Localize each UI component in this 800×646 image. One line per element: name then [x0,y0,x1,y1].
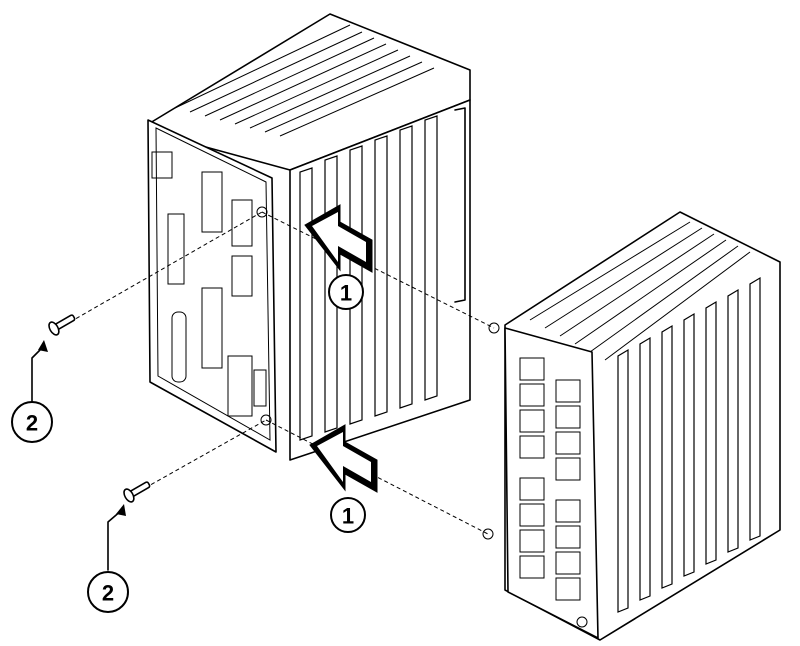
main-unit-screw-hole-upper [256,206,268,218]
expansion-module-side-fins [617,276,761,613]
main-unit-front-face [147,119,277,453]
screw-upper [48,314,76,336]
alignment-dashed-lines [69,211,495,535]
callout-2-left: 2 [11,401,53,443]
main-unit-front-inner [155,127,271,441]
leader-arrowhead-upper [38,340,48,352]
main-unit-top-fins [174,24,435,137]
main-unit-screw-hole-lower [260,414,272,426]
expansion-module-top-fins [529,221,751,361]
expansion-module-alignment-pin-upper [488,322,500,334]
leader-line-screw-lower [107,509,123,571]
leader-line-screw-upper [31,345,45,403]
main-switch-unit [147,13,471,461]
svg-text:2: 2 [26,411,38,436]
leader-arrowhead-lower [116,504,126,516]
expansion-module [482,211,781,641]
module-path-upper [261,211,495,329]
callout-2-lower: 2 [87,571,129,613]
screw-path-lower [144,419,267,489]
svg-text:2: 2 [102,581,114,606]
push-arrow-upper [304,204,373,273]
callout-1-lower: 1 [330,497,366,533]
screw-lower [123,481,151,503]
callout-1-upper: 1 [328,274,364,310]
expansion-module-alignment-pin-lower [482,528,494,540]
main-unit-din-clip [454,107,466,303]
main-unit-front-ports [151,151,267,417]
screw-path-upper [69,211,263,323]
svg-text:1: 1 [342,504,354,529]
expansion-module-screw-hole [576,616,588,628]
svg-text:1: 1 [340,281,352,306]
expansion-module-rj45-ports [519,357,581,601]
expansion-module-front-face [504,327,599,639]
push-arrow-lower [309,424,378,493]
